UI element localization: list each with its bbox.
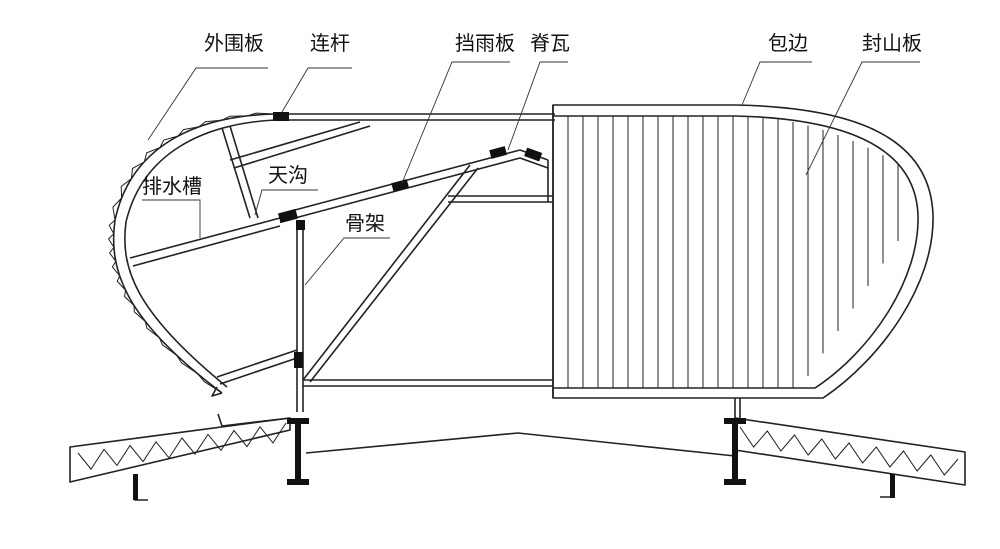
bolted-connectors [273, 112, 543, 368]
label-flashing: 包边 [768, 31, 808, 55]
right-i-beam [724, 418, 746, 485]
label-gable-panel: 封山板 [862, 31, 922, 55]
left-i-beam [287, 418, 309, 485]
label-gutter: 天沟 [268, 163, 308, 187]
right-roof-sheet [734, 417, 966, 498]
label-rain-baffle: 挡雨板 [455, 31, 515, 55]
label-frame: 骨架 [345, 211, 385, 235]
label-ridge-tile: 脊瓦 [530, 31, 570, 55]
roof-ridge-line [305, 432, 736, 457]
outer-panel [107, 112, 555, 397]
internal-frame-members [129, 121, 553, 412]
label-drain-channel: 排水槽 [142, 174, 202, 198]
label-outer-panel: 外围板 [204, 31, 264, 55]
label-tie-rod: 连杆 [310, 31, 350, 55]
left-roof-sheet [69, 413, 291, 501]
gable-panel [552, 104, 934, 418]
leader-lines [142, 61, 920, 286]
